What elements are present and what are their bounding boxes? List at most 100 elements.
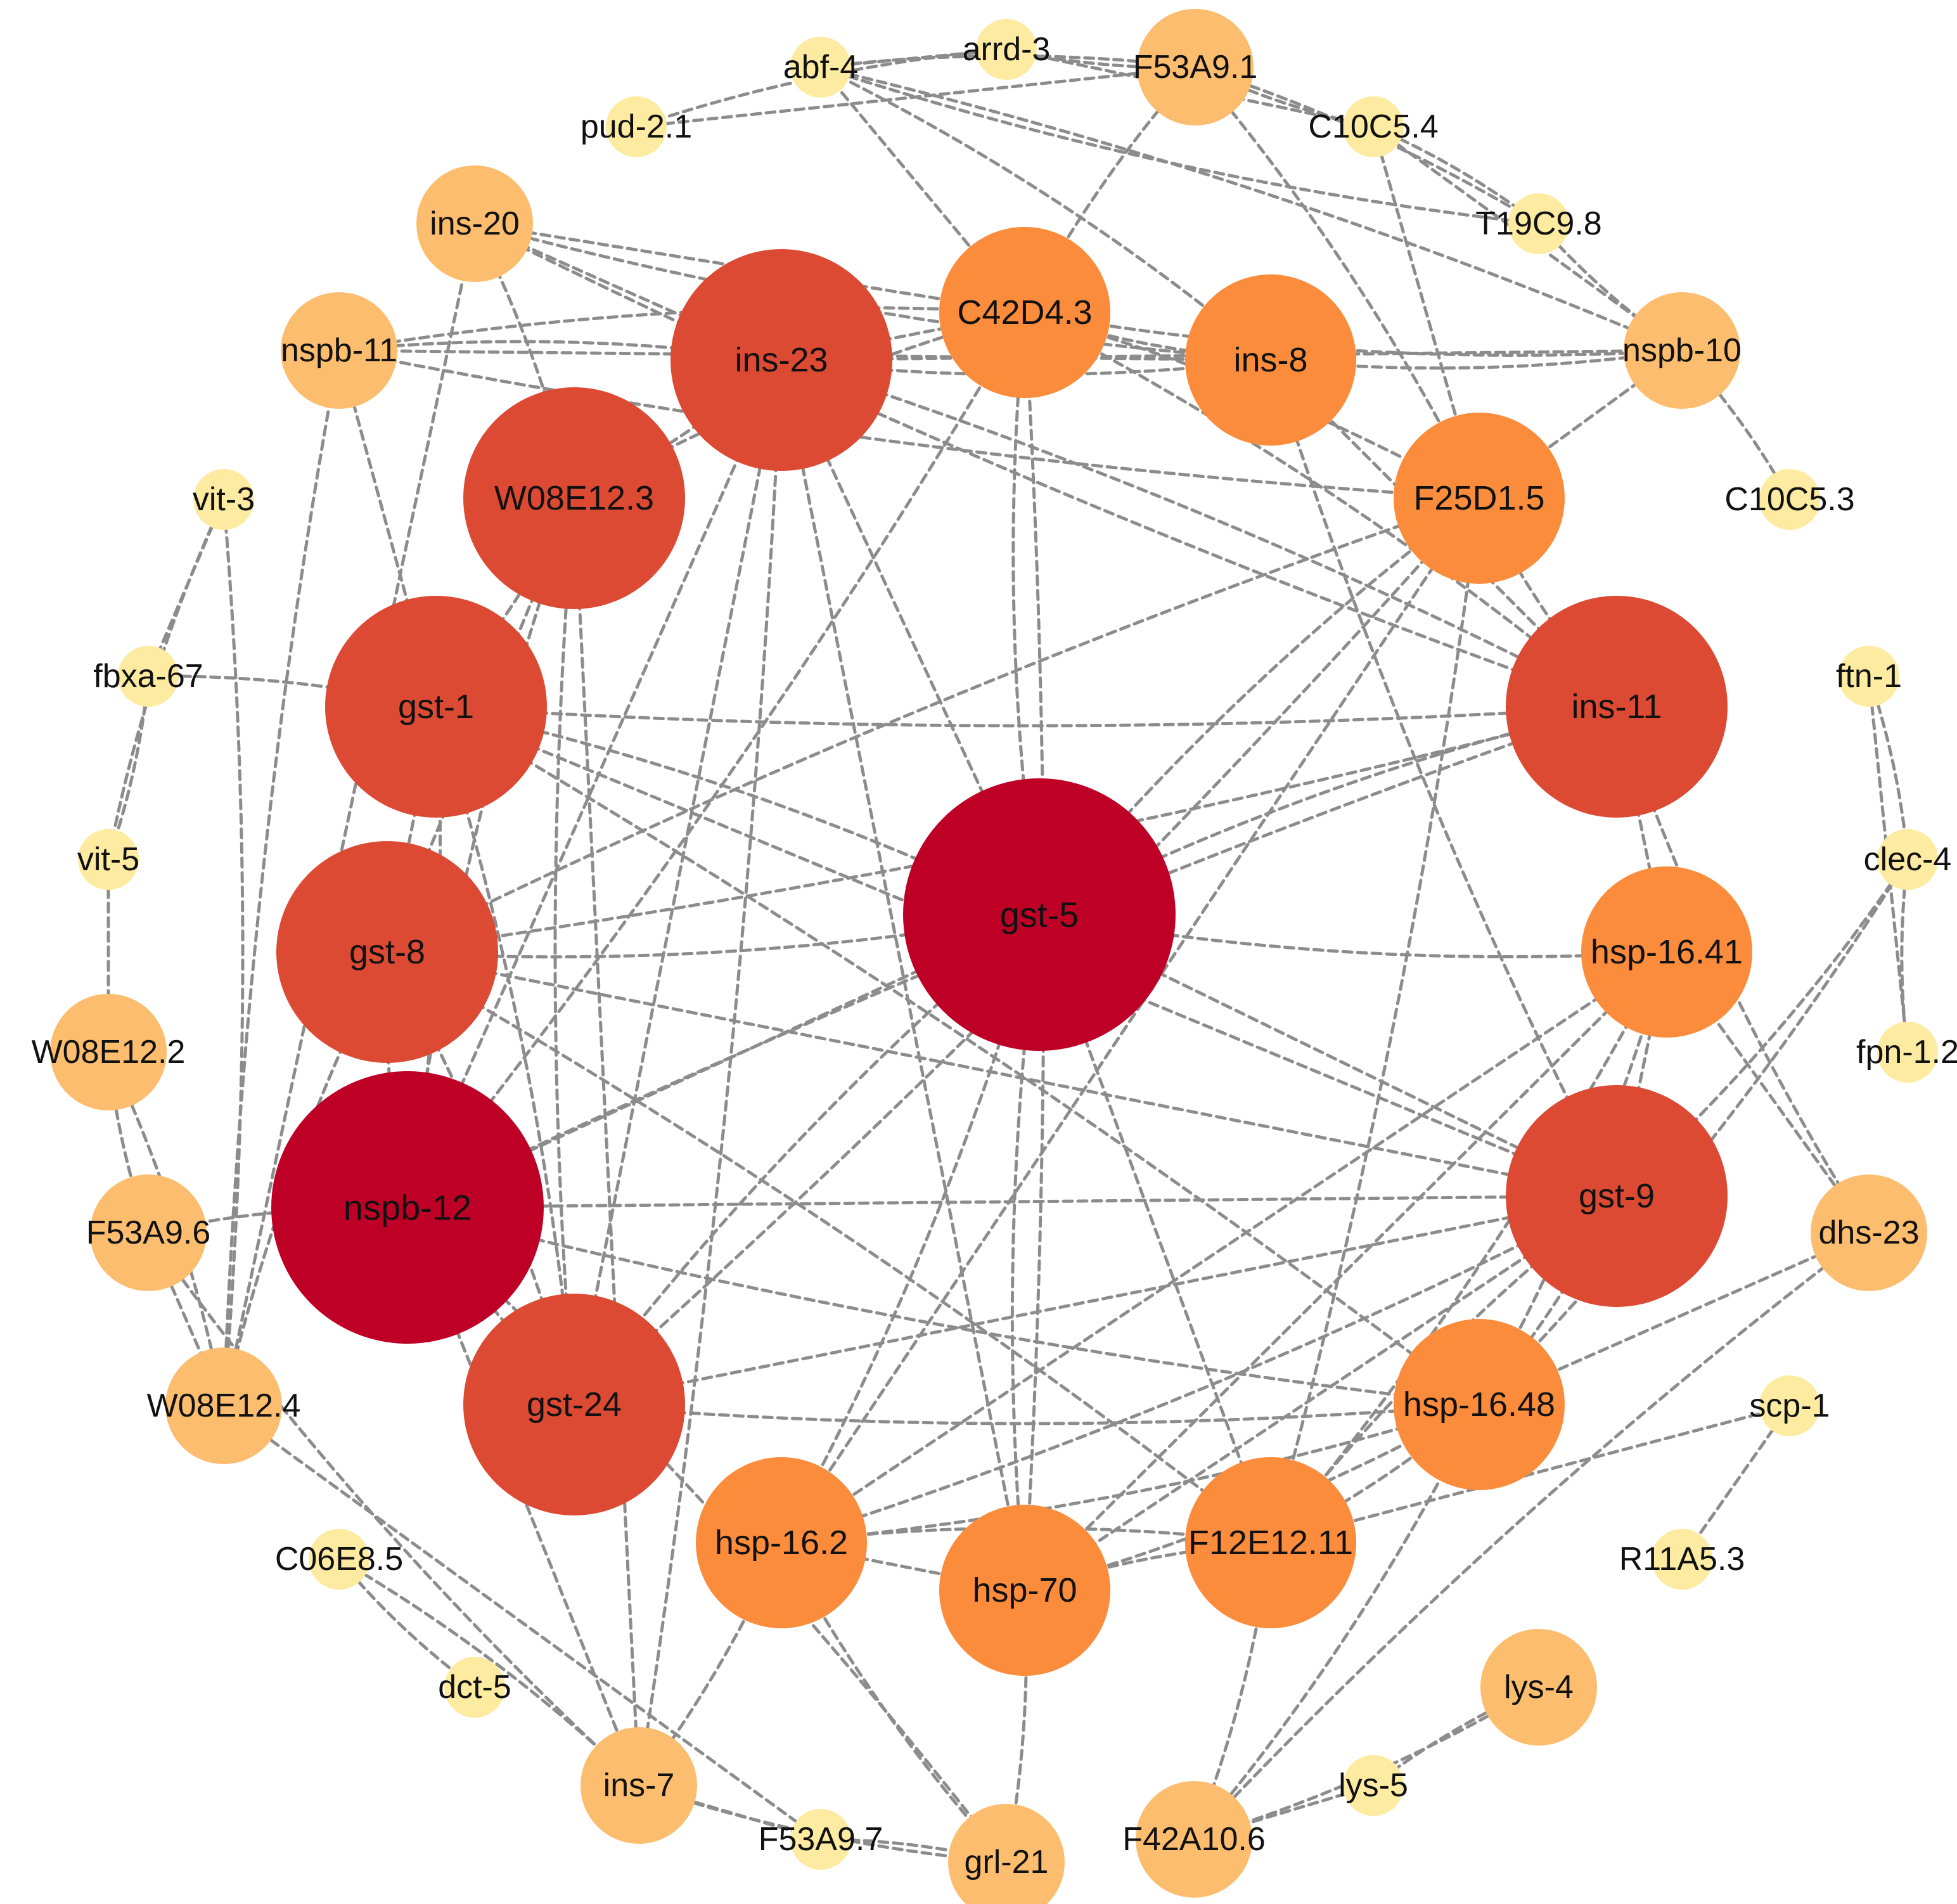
node-label-grl-21: grl-21: [965, 1844, 1049, 1881]
node-label-ins-11: ins-11: [1571, 688, 1662, 726]
node-circle-hsp-16.48: [1394, 1319, 1565, 1490]
edge-arrd-3--C10C5.4: [1004, 48, 1375, 129]
node-label-W08E12.4: W08E12.4: [147, 1387, 301, 1424]
node-circle-scp-1: [1759, 1375, 1820, 1436]
node-label-lys-4: lys-4: [1504, 1669, 1574, 1706]
node-fpn-1.2: fpn-1.2: [1856, 1022, 1957, 1083]
node-circle-F53A9.1: [1137, 9, 1254, 125]
node-label-gst-8: gst-8: [349, 933, 425, 971]
node-label-F42A10.6: F42A10.6: [1122, 1821, 1266, 1858]
edge-gst-8--F12E12.11: [385, 950, 1273, 1545]
node-circle-vit-5: [78, 829, 139, 890]
node-R11A5.3: R11A5.3: [1619, 1529, 1745, 1590]
node-circle-F53A9.6: [90, 1174, 207, 1291]
node-F53A9.7: F53A9.7: [759, 1809, 883, 1870]
node-circle-C10C5.4: [1343, 96, 1404, 157]
node-vit-3: vit-3: [193, 469, 255, 530]
edge-W08E12.4--nspb-11: [222, 349, 341, 1408]
node-label-lys-5: lys-5: [1338, 1767, 1408, 1804]
node-W08E12.4: W08E12.4: [147, 1348, 301, 1464]
node-label-C42D4.3: C42D4.3: [957, 293, 1092, 331]
node-arrd-3: arrd-3: [963, 19, 1050, 80]
node-hsp-16.2: hsp-16.2: [696, 1457, 867, 1628]
node-circle-F12E12.11: [1185, 1457, 1356, 1628]
node-label-R11A5.3: R11A5.3: [1619, 1541, 1745, 1578]
node-label-gst-1: gst-1: [398, 688, 474, 726]
node-gst-9: gst-9: [1506, 1085, 1728, 1307]
node-circle-arrd-3: [976, 19, 1037, 80]
edge-gst-9--hsp-16.2: [780, 1194, 1619, 1545]
node-label-nspb-10: nspb-10: [1622, 332, 1742, 369]
node-nspb-12: nspb-12: [271, 1071, 544, 1344]
node-hsp-16.48: hsp-16.48: [1394, 1319, 1565, 1490]
node-label-C10C5.3: C10C5.3: [1724, 481, 1854, 518]
node-circle-hsp-16.2: [696, 1457, 867, 1628]
edge-W08E12.3--ins-7: [572, 496, 641, 1787]
edge-F25D1.5--nspb-11: [337, 349, 1481, 500]
node-label-F25D1.5: F25D1.5: [1413, 479, 1544, 517]
edge-gst-1--ins-11: [434, 705, 1619, 728]
node-label-F53A9.6: F53A9.6: [86, 1214, 211, 1251]
node-circle-nspb-11: [281, 292, 397, 409]
edge-C42D4.3--nspb-11: [337, 306, 1027, 352]
node-gst-24: gst-24: [463, 1294, 685, 1515]
edge-F53A9.7--W08E12.4: [222, 1404, 823, 1841]
node-C06E8.5: C06E8.5: [275, 1529, 403, 1590]
node-C10C5.3: C10C5.3: [1724, 469, 1855, 530]
node-label-fpn-1.2: fpn-1.2: [1856, 1034, 1957, 1071]
node-label-ins-20: ins-20: [430, 205, 520, 242]
node-circle-abf-4: [790, 37, 851, 98]
node-hsp-16.41: hsp-16.41: [1581, 866, 1752, 1038]
edge-abf-4--nspb-10: [819, 65, 1684, 352]
edge-W08E12.4--ins-20: [222, 222, 477, 1408]
node-label-dhs-23: dhs-23: [1819, 1214, 1920, 1251]
edge-gst-24--gst-9: [572, 1194, 1619, 1406]
node-ins-8: ins-8: [1185, 274, 1356, 446]
edge-nspb-12--gst-9: [406, 1194, 1619, 1209]
edge-clec-4--hsp-16.48: [1477, 858, 1909, 1406]
node-label-F53A9.1: F53A9.1: [1133, 49, 1258, 86]
edge-gst-8--F25D1.5: [385, 496, 1481, 954]
edge-ins-11--ins-20: [473, 222, 1619, 709]
node-clec-4: clec-4: [1864, 829, 1951, 890]
node-label-abf-4: abf-4: [783, 49, 859, 86]
node-circle-fbxa-67: [118, 646, 179, 707]
edge-gst-24--hsp-16.48: [572, 1403, 1481, 1425]
node-abf-4: abf-4: [783, 37, 859, 98]
node-circle-C10C5.3: [1759, 469, 1820, 530]
edge-F53A9.6--ins-7: [146, 1231, 641, 1787]
node-lys-4: lys-4: [1480, 1629, 1597, 1746]
node-circle-hsp-70: [939, 1505, 1110, 1676]
node-circle-W08E12.3: [463, 387, 685, 609]
node-circle-ins-20: [416, 165, 533, 282]
node-label-ins-23: ins-23: [735, 341, 828, 379]
edge-F42A10.6--dhs-23: [1192, 1231, 1871, 1841]
node-circle-ins-8: [1185, 274, 1356, 446]
edge-nspb-12--C42D4.3: [406, 311, 1027, 1209]
edge-F53A9.1--pud-2.1: [634, 65, 1197, 129]
node-label-hsp-70: hsp-70: [972, 1571, 1077, 1609]
edge-hsp-16.2--F25D1.5: [780, 496, 1481, 1545]
node-label-C06E8.5: C06E8.5: [275, 1541, 403, 1578]
node-circle-grl-21: [948, 1804, 1065, 1904]
edge-gst-24--ins-23: [572, 358, 783, 1406]
node-label-F53A9.7: F53A9.7: [759, 1821, 883, 1858]
node-label-hsp-16.41: hsp-16.41: [1591, 933, 1743, 971]
node-circle-ins-23: [671, 249, 892, 471]
node-gst-8: gst-8: [276, 841, 498, 1063]
node-nspb-11: nspb-11: [281, 292, 397, 409]
node-label-ftn-1: ftn-1: [1836, 658, 1902, 695]
node-W08E12.2: W08E12.2: [32, 994, 185, 1110]
node-label-gst-5: gst-5: [1000, 895, 1079, 935]
edge-W08E12.4--vit-3: [222, 498, 245, 1408]
node-lys-5: lys-5: [1338, 1755, 1408, 1816]
node-C42D4.3: C42D4.3: [939, 227, 1110, 398]
node-circle-ins-7: [581, 1727, 697, 1844]
node-circle-F42A10.6: [1136, 1781, 1252, 1898]
edge-nspb-12--hsp-16.48: [406, 1206, 1481, 1406]
edge-gst-9--ins-8: [1269, 358, 1619, 1198]
node-layer: gst-5nspb-12ins-23W08E12.3gst-1gst-8gst-…: [32, 9, 1957, 1904]
node-circle-nspb-10: [1624, 292, 1740, 409]
edge-ins-23--ins-7: [637, 358, 783, 1787]
